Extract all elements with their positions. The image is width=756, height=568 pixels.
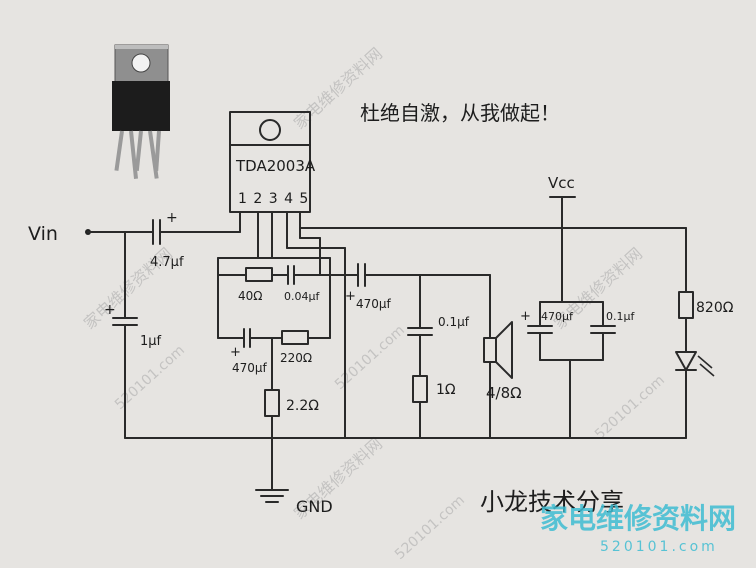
slogan-text: 杜绝自激，从我做起！	[360, 101, 560, 125]
watermark-url-4: 520101.com	[392, 492, 468, 563]
cap-1uf-ground: + 1μf	[104, 231, 162, 439]
brand-logo: 家电维修资料网 520101.com	[540, 502, 736, 555]
ground-rail: GND	[124, 437, 687, 516]
brand-logo-url: 520101.com	[600, 539, 718, 555]
supply-caps: + 470μf 0.1μf	[520, 301, 635, 439]
cap-01uf-zobel-label: 0.1μf	[438, 315, 470, 329]
brand-logo-text: 家电维修资料网	[540, 502, 736, 535]
ic-name-label: TDA2003A	[235, 157, 316, 175]
led-indicator: 820Ω	[675, 227, 734, 439]
res-220-label: 220Ω	[280, 351, 312, 365]
cap-470-fb-plus: +	[230, 345, 241, 360]
cap-004uf-label: 0.04μf	[284, 290, 320, 303]
vin-label: Vin	[28, 223, 58, 245]
watermark-url-3: 520101.com	[592, 372, 668, 443]
feedback-network: 40Ω 0.04μf + 470μf 220Ω	[217, 247, 331, 391]
ic-pin-numbers: 1 2 3 4 5	[238, 191, 309, 207]
cap-1uf-plus: +	[104, 302, 116, 318]
cap-1uf-label: 1μf	[140, 334, 162, 349]
cap-470-sup-plus: +	[520, 309, 531, 324]
vcc-rail: Vcc	[299, 174, 687, 303]
cap-input-4-7uf: + 4.7μf	[150, 210, 241, 270]
ic-tda2003a: TDA2003A 1 2 3 4 5	[229, 111, 316, 213]
speaker-icon: 4/8Ω	[483, 274, 522, 439]
res-40-label: 40Ω	[238, 289, 262, 303]
cap-470-out-label: 470μf	[356, 297, 392, 311]
res-2-2-label: 2.2Ω	[286, 398, 319, 414]
res-2-2-ohm: 2.2Ω	[264, 389, 319, 439]
vin-terminal	[85, 229, 154, 235]
cap-01uf-sup-label: 0.1μf	[606, 310, 635, 323]
diagram-title: 小龙技术分享	[480, 488, 624, 516]
cap-470-sup-label: 470μf	[541, 310, 574, 323]
to220-package-icon	[112, 44, 170, 179]
cap-input-label: 4.7μf	[150, 255, 184, 270]
output-wiring: + 470μf	[299, 227, 491, 311]
zobel-network: 0.1μf 1Ω	[407, 274, 470, 439]
watermark-url-1: 520101.com	[112, 342, 188, 413]
res-820-label: 820Ω	[696, 300, 734, 316]
ic-pins	[239, 211, 301, 259]
gnd-label: GND	[296, 497, 333, 516]
cap-input-plus: +	[166, 210, 178, 226]
vcc-label: Vcc	[548, 174, 575, 192]
watermark-url-2: 520101.com	[332, 322, 408, 393]
cap-470-out-plus: +	[345, 289, 356, 304]
res-1-label: 1Ω	[436, 382, 456, 398]
speaker-label: 4/8Ω	[486, 384, 522, 402]
cap-470-fb-label: 470μf	[232, 361, 268, 375]
